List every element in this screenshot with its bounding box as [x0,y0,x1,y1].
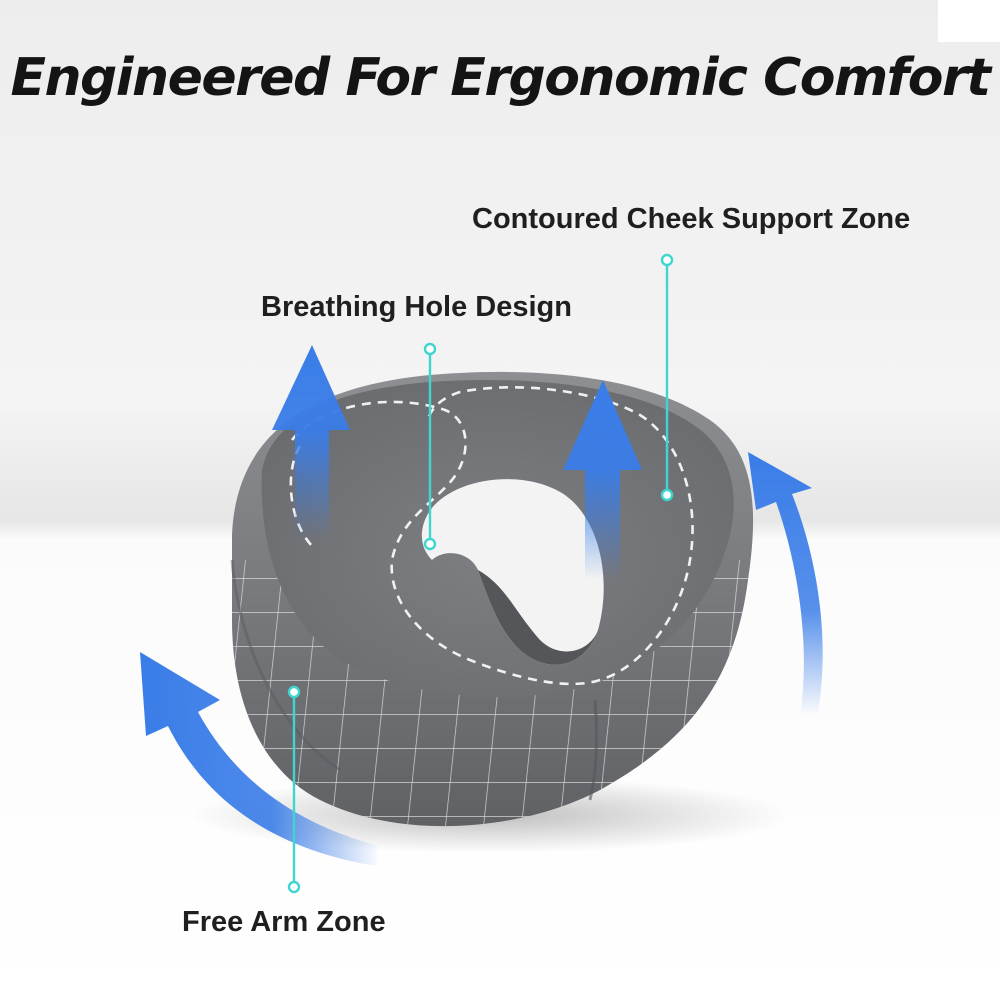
callout-breathing-hole: Breathing Hole Design [261,291,572,323]
callout-cheek-support: Contoured Cheek Support Zone [472,203,911,235]
up-arrow-right-icon [563,380,642,580]
up-arrow-left-icon [272,345,350,540]
pointer-free-arm [287,685,301,894]
curved-arrow-right-icon [748,452,823,716]
page-title: Engineered For Ergonomic Comfort [10,48,991,108]
curved-arrow-left-icon [140,652,380,866]
corner-patch [938,0,1000,42]
pointer-breathing-hole [423,342,437,551]
callout-free-arm: Free Arm Zone [182,906,386,938]
pointer-cheek-support [660,253,674,502]
